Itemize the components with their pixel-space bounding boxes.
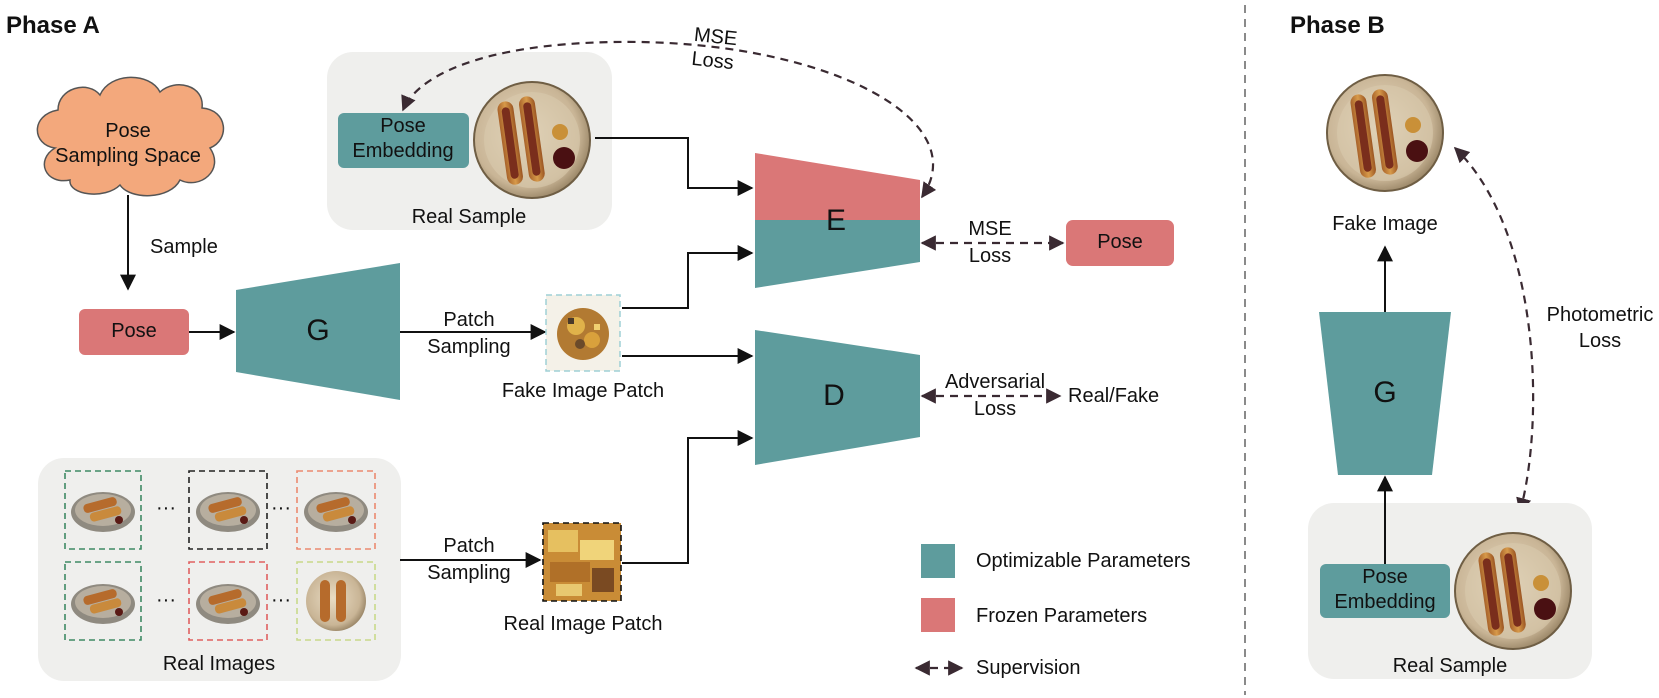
real-thumb-2 xyxy=(196,492,260,532)
pose-input-box: Pose xyxy=(79,309,189,355)
photometric-supervision xyxy=(1453,146,1535,514)
pose-embedding-a-line2: Embedding xyxy=(352,140,453,162)
ellipsis-2: ··· xyxy=(271,497,291,519)
real-sample-caption-b: Real Sample xyxy=(1393,655,1508,677)
pose-input-label: Pose xyxy=(111,320,157,342)
real-patch-caption: Real Image Patch xyxy=(504,613,663,635)
real-patch-to-discriminator-arrow xyxy=(622,430,754,564)
legend-frozen-swatch xyxy=(921,598,955,632)
generator-a-label: G xyxy=(306,314,329,347)
mse-top-line2: Loss xyxy=(690,48,734,74)
real-thumb-5 xyxy=(196,584,260,624)
pose-embedding-b-line1: Pose xyxy=(1362,566,1408,588)
patch-sampling-bottom-line2: Sampling xyxy=(427,562,510,584)
encoder-label: E xyxy=(826,204,846,237)
fake-image-caption: Fake Image xyxy=(1332,213,1438,235)
photometric-line2: Loss xyxy=(1579,330,1621,352)
real-thumb-1 xyxy=(71,492,135,532)
fake-image-patch xyxy=(545,294,621,372)
fake-patch-to-encoder-arrow xyxy=(622,245,754,309)
generator-b-label: G xyxy=(1373,376,1396,409)
pose-output-box: Pose xyxy=(1066,220,1174,266)
real-thumb-3 xyxy=(304,492,368,532)
pose-sampling-space-cloud: Pose Sampling Space xyxy=(36,76,225,197)
real-thumb-6-bun xyxy=(320,580,330,622)
discriminator-label: D xyxy=(823,379,845,412)
real-sample-image-a xyxy=(473,81,591,199)
sample-label: Sample xyxy=(150,236,218,258)
mse-right-line2: Loss xyxy=(969,245,1011,267)
ellipsis-4: ··· xyxy=(271,589,291,611)
real-image-patch xyxy=(542,522,622,602)
real-sample-panel-b: Pose Embedding Real Sample xyxy=(1308,503,1592,679)
cloud-line2: Sampling Space xyxy=(55,145,201,167)
pose-output-label: Pose xyxy=(1097,231,1143,253)
real-images-caption: Real Images xyxy=(163,653,275,675)
real-thumb-frame-2 xyxy=(188,470,268,550)
generator-a: G xyxy=(236,263,400,400)
ellipsis-1: ··· xyxy=(156,497,176,519)
real-fake-label: Real/Fake xyxy=(1068,385,1159,407)
patch-sampling-top-line2: Sampling xyxy=(427,336,510,358)
encoder: E xyxy=(755,153,920,288)
photometric-line1: Photometric xyxy=(1547,304,1654,326)
real-thumb-frame-5 xyxy=(188,561,268,641)
legend-supervision-label: Supervision xyxy=(976,657,1081,679)
legend-optimizable-swatch xyxy=(921,544,955,578)
mse-top-line1: MSE xyxy=(693,24,738,50)
patch-sampling-bottom-line1: Patch xyxy=(443,535,494,557)
adversarial-line2: Loss xyxy=(974,398,1016,420)
generator-b: G xyxy=(1319,312,1451,475)
real-thumb-frame-3 xyxy=(296,470,376,550)
cloud-line1: Pose xyxy=(105,120,151,142)
phase-a-title: Phase A xyxy=(6,12,100,39)
real-thumb-6-bun-2 xyxy=(336,580,346,622)
real-images-panel: ··· ··· ··· ··· Real Images xyxy=(38,458,401,681)
pose-embedding-a-line1: Pose xyxy=(380,115,426,137)
real-thumb-frame-4 xyxy=(64,561,142,641)
legend-optimizable-label: Optimizable Parameters xyxy=(976,550,1191,572)
adversarial-line1: Adversarial xyxy=(945,371,1045,393)
real-sample-image-b xyxy=(1454,532,1572,650)
fake-image-b xyxy=(1326,74,1444,192)
real-thumb-4 xyxy=(71,584,135,624)
legend: Optimizable Parameters Frozen Parameters… xyxy=(914,544,1191,679)
mse-right-line1: MSE xyxy=(968,218,1011,240)
pose-embedding-b-line2: Embedding xyxy=(1334,591,1435,613)
ellipsis-3: ··· xyxy=(156,589,176,611)
real-sample-panel-a: Pose Embedding Real Sample xyxy=(327,52,612,230)
discriminator: D xyxy=(755,330,920,465)
phase-b-title: Phase B xyxy=(1290,12,1385,39)
real-thumb-frame-1 xyxy=(64,470,142,550)
real-thumb-frame-6 xyxy=(296,561,376,641)
fake-patch-caption: Fake Image Patch xyxy=(502,380,664,402)
patch-sampling-top-line1: Patch xyxy=(443,309,494,331)
legend-frozen-label: Frozen Parameters xyxy=(976,605,1147,627)
real-sample-to-encoder-arrow xyxy=(595,137,754,196)
real-sample-caption-a: Real Sample xyxy=(412,206,527,228)
